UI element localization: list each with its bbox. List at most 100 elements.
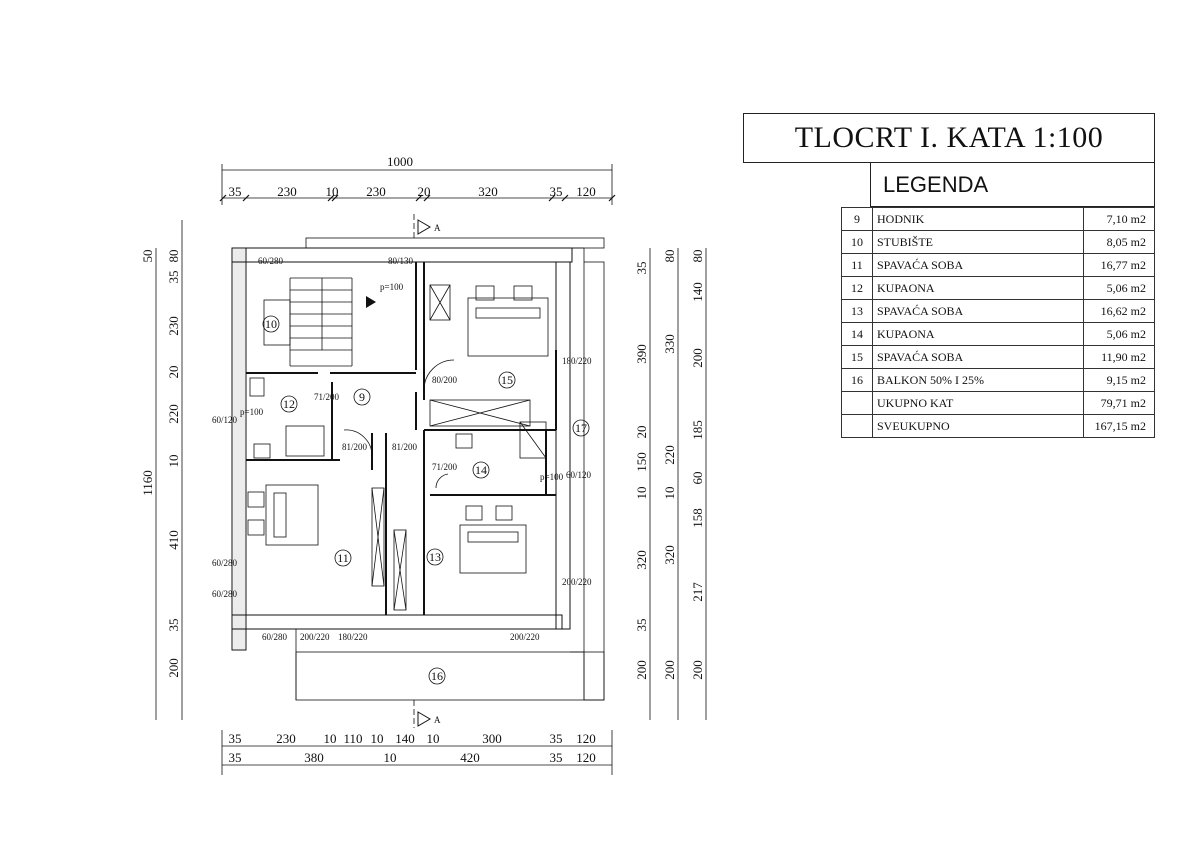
legend-cell-area: 11,90 m2	[1083, 345, 1155, 369]
legend-heading: LEGENDA	[870, 163, 1155, 207]
dim-right-col3-8: 200	[690, 660, 705, 680]
dim-right-col2-2: 330	[662, 334, 677, 354]
legend-cell-name: KUPAONA	[872, 322, 1084, 346]
legend-cell-num: 10	[841, 230, 873, 254]
dim-left-9: 200	[166, 658, 181, 678]
dim-right-2: 390	[634, 344, 649, 364]
dim-right-col3-3: 200	[690, 348, 705, 368]
dim-right-1: 35	[634, 262, 649, 275]
dim-bottom-9: 35	[550, 731, 563, 746]
dim-right-4: 150	[634, 452, 649, 472]
room-number-15: 15	[501, 373, 513, 387]
legend-cell-area: 8,05 m2	[1083, 230, 1155, 254]
dim-left-4: 20	[166, 366, 181, 379]
dim-right-col3-6: 158	[690, 508, 705, 528]
dim-top-7: 35	[550, 184, 563, 199]
dim-right-col3-2: 140	[690, 282, 705, 302]
dim-left-7: 410	[166, 530, 181, 550]
opening-label-13: 60/280	[262, 632, 288, 642]
dim-right-8: 200	[634, 660, 649, 680]
legend-cell-name: UKUPNO KAT	[872, 391, 1084, 415]
dim-right-col3-7: 217	[690, 582, 705, 602]
dim-bottom-1: 35	[229, 731, 242, 746]
dim-left-8: 35	[166, 619, 181, 632]
dim-bottom-10: 120	[576, 731, 596, 746]
legend-cell-area: 16,62 m2	[1083, 299, 1155, 323]
room-number-13: 13	[429, 550, 441, 564]
dim-left-5: 220	[166, 404, 181, 424]
legend-cell-num: 15	[841, 345, 873, 369]
legend-cell-num: 13	[841, 299, 873, 323]
opening-label-1: 60/280	[258, 256, 284, 266]
legend-cell-name: SVEUKUPNO	[872, 414, 1084, 438]
legend-cell-area: 167,15 m2	[1083, 414, 1155, 438]
dim-bottom-row2-6: 120	[576, 750, 596, 765]
room-number-16: 16	[431, 669, 443, 683]
legend-cell-name: SPAVAĆA SOBA	[872, 299, 1084, 323]
dim-left-3: 230	[166, 316, 181, 336]
room-number-9: 9	[359, 390, 365, 404]
opening-label-14: 180/220	[338, 632, 368, 642]
dim-top-4: 230	[366, 184, 386, 199]
opening-label-12: 60/280	[212, 589, 238, 599]
room-number-14: 14	[475, 463, 487, 477]
dim-bottom-5: 10	[371, 731, 384, 746]
dim-bottom-8: 300	[482, 731, 502, 746]
opening-label-15: 200/220	[510, 632, 540, 642]
dim-left-6: 10	[166, 455, 181, 468]
legend-cell-num	[841, 414, 873, 438]
legend-cell-name: KUPAONA	[872, 276, 1084, 300]
room-number-10: 10	[265, 317, 277, 331]
legend-cell-area: 5,06 m2	[1083, 276, 1155, 300]
dim-left-1: 50	[140, 250, 155, 263]
legend-cell-num: 16	[841, 368, 873, 392]
legend-cell-num: 11	[841, 253, 873, 277]
legend-cell-area: 9,15 m2	[1083, 368, 1155, 392]
dim-bottom-row2-1: 35	[229, 750, 242, 765]
plan-title: TLOCRT I. KATA 1:100	[743, 113, 1155, 163]
dim-top-1: 35	[229, 184, 242, 199]
dim-total-width: 1000	[387, 154, 413, 169]
room-number-12: 12	[283, 397, 295, 411]
dim-bottom-7: 10	[427, 731, 440, 746]
opening-label-4: 180/220	[562, 356, 592, 366]
dim-right-col2-4: 10	[662, 487, 677, 500]
opening-label-16: 200/220	[562, 577, 592, 587]
legend-cell-area: 7,10 m2	[1083, 207, 1155, 231]
legend-cell-area: 16,77 m2	[1083, 253, 1155, 277]
dim-top-2: 230	[277, 184, 297, 199]
floor-plan-drawing: 1000 35 230 10 230 20 320 35 120 A A	[140, 154, 707, 775]
opening-label-10: 60/120	[566, 470, 592, 480]
legend-cell-area: 5,06 m2	[1083, 322, 1155, 346]
legend-cell-name: BALKON 50% I 25%	[872, 368, 1084, 392]
dim-right-col3-5: 60	[690, 472, 705, 485]
opening-label-6: 81/200	[342, 442, 368, 452]
dim-right-col3-4: 185	[690, 420, 705, 440]
dim-right-col2-6: 200	[662, 660, 677, 680]
legend-cell-name: STUBIŠTE	[872, 230, 1084, 254]
opening-label-5: 71/200	[314, 392, 340, 402]
legend-cell-name: HODNIK	[872, 207, 1084, 231]
opening-label-8: 60/120	[212, 415, 238, 425]
dim-top-3: 10	[326, 184, 339, 199]
legend-cell-name: SPAVAĆA SOBA	[872, 253, 1084, 277]
dim-right-6: 320	[634, 550, 649, 570]
opening-label-7: 81/200	[392, 442, 418, 452]
dim-right-7: 35	[634, 619, 649, 632]
dim-bottom-row2-5: 35	[550, 750, 563, 765]
opening-label-9: 71/200	[432, 462, 458, 472]
dim-bottom-2: 230	[276, 731, 296, 746]
dim-bottom-row2-4: 420	[460, 750, 480, 765]
room-number-11: 11	[337, 551, 349, 565]
dim-total-height: 1160	[140, 470, 155, 496]
